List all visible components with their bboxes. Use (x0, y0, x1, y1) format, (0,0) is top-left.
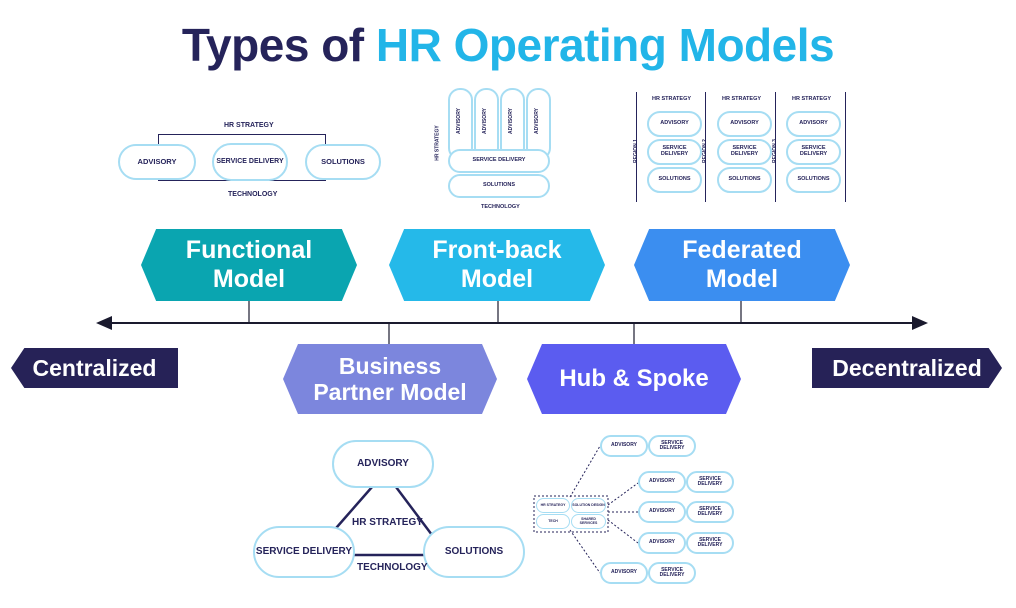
spoke-2-service: SERVICE DELIVERY (686, 471, 734, 493)
business-partner-line1: Business (338, 352, 442, 379)
spoke-1-service: SERVICE DELIVERY (648, 435, 696, 457)
frontback-service-pill: SERVICE DELIVERY (448, 149, 550, 173)
spoke-5-service: SERVICE DELIVERY (648, 562, 696, 584)
frontback-advisory-col-1 (448, 88, 473, 160)
hub-strategy-pill: HR STRATEGY (536, 498, 570, 513)
frontback-model-line1: Front-back (432, 236, 562, 265)
bp-strategy-label: HR STRATEGY (352, 517, 423, 528)
hub-spoke-model-badge: Hub & Spoke (527, 344, 741, 414)
frontback-solutions-pill: SOLUTIONS (448, 174, 550, 198)
frontback-advisory-label-1: ADVISORY (455, 108, 462, 134)
functional-strategy-label: HR STRATEGY (224, 122, 274, 129)
federated-strategy-2: HR STRATEGY (722, 96, 762, 102)
frontback-advisory-col-4 (526, 88, 551, 160)
federated-r3-service: SERVICE DELIVERY (786, 139, 841, 165)
spoke-4-advisory: ADVISORY (638, 532, 686, 554)
federated-r1-service: SERVICE DELIVERY (647, 139, 702, 165)
axis-right-arrow (912, 316, 928, 330)
functional-advisory-pill: ADVISORY (118, 144, 196, 180)
federated-region-2: REGION 2 (701, 139, 708, 163)
frontback-technology-label: TECHNOLOGY (481, 204, 520, 210)
federated-strategy-3: HR STRATEGY (792, 96, 832, 102)
frontback-advisory-label-4: ADVISORY (533, 108, 540, 134)
axis-left-arrow (96, 316, 112, 330)
spoke-5-advisory: ADVISORY (600, 562, 648, 584)
hub-shared-services-pill: SHARED SERVICES (571, 514, 606, 529)
federated-r3-solutions: SOLUTIONS (786, 167, 841, 193)
federated-r2-service: SERVICE DELIVERY (717, 139, 772, 165)
federated-region-3: REGION 3 (771, 139, 778, 163)
bp-solutions-pill: SOLUTIONS (423, 526, 525, 578)
federated-model-line2: Model (705, 265, 779, 293)
functional-model-line1: Functional (185, 236, 313, 265)
federated-r2-solutions: SOLUTIONS (717, 167, 772, 193)
hub-box (533, 495, 609, 533)
title-highlight: HR Operating Models (375, 19, 835, 71)
functional-top-left-tick (158, 134, 159, 146)
functional-technology-label: TECHNOLOGY (228, 191, 278, 198)
title-prefix: Types of (181, 19, 376, 71)
functional-top-right-tick (325, 134, 326, 146)
spoke-2-advisory: ADVISORY (638, 471, 686, 493)
spoke-3-advisory: ADVISORY (638, 501, 686, 523)
federated-divider-2 (775, 92, 776, 202)
frontback-advisory-col-3 (500, 88, 525, 160)
functional-model-line2: Model (212, 265, 286, 293)
functional-service-pill: SERVICE DELIVERY (212, 143, 288, 181)
bp-edge-right (395, 486, 433, 536)
federated-divider-1 (705, 92, 706, 202)
frontback-strategy-label: HR STRATEGY (434, 125, 441, 161)
bp-advisory-pill: ADVISORY (332, 440, 434, 488)
federated-divider-0 (636, 92, 637, 202)
decentralized-label: Decentralized (812, 348, 1002, 388)
federated-model-line1: Federated (682, 236, 802, 265)
federated-r1-advisory: ADVISORY (647, 111, 702, 137)
page-title: Types of HR Operating Models (0, 18, 1016, 72)
frontback-advisory-col-2 (474, 88, 499, 160)
federated-r1-solutions: SOLUTIONS (647, 167, 702, 193)
federated-r2-advisory: ADVISORY (717, 111, 772, 137)
federated-strategy-1: HR STRATEGY (652, 96, 692, 102)
hub-spoke-connectors (569, 445, 639, 574)
centralized-label: Centralized (11, 348, 178, 388)
bp-service-pill: SERVICE DELIVERY (253, 526, 355, 578)
functional-top-line (158, 134, 326, 135)
hub-tech-pill: TECH (536, 514, 570, 529)
business-partner-line2: Partner Model (313, 379, 467, 405)
federated-r3-advisory: ADVISORY (786, 111, 841, 137)
frontback-advisory-label-3: ADVISORY (507, 108, 514, 134)
spoke-3-service: SERVICE DELIVERY (686, 501, 734, 523)
federated-region-1: REGION 1 (632, 139, 639, 163)
frontback-model-line2: Model (460, 265, 534, 293)
functional-solutions-pill: SOLUTIONS (305, 144, 381, 180)
spoke-4-service: SERVICE DELIVERY (686, 532, 734, 554)
bp-technology-label: TECHNOLOGY (357, 562, 428, 573)
frontback-advisory-label-2: ADVISORY (481, 108, 488, 134)
hub-spoke-line1: Hub & Spoke (559, 365, 709, 393)
spoke-1-advisory: ADVISORY (600, 435, 648, 457)
federated-divider-3 (845, 92, 846, 202)
hub-solution-design-pill: SOLUTION DESIGN (571, 498, 606, 513)
